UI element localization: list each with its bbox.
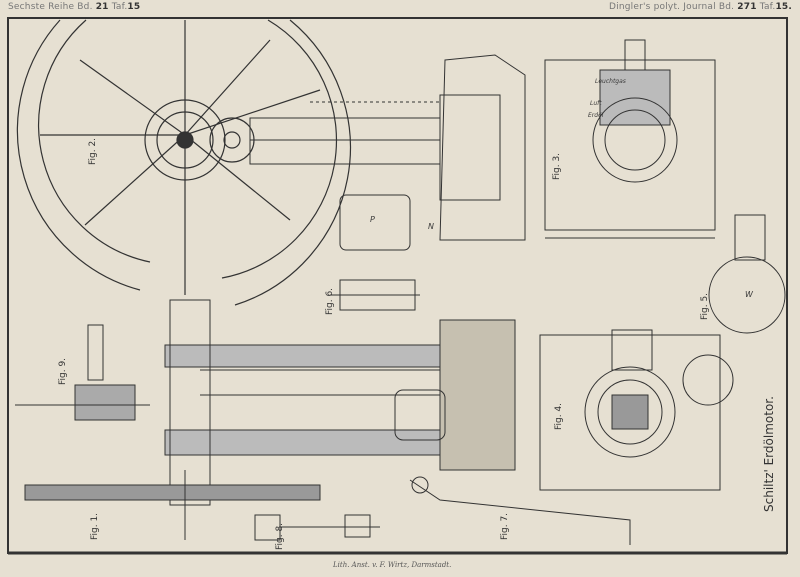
label-w: W [745, 290, 753, 299]
label-luft: Luft [590, 100, 602, 107]
series-label: Sechste Reihe Bd. [8, 2, 93, 12]
fig9-drawing [15, 324, 150, 421]
header-right: Dingler's polyt. Journal Bd. 271 Taf.15. [609, 2, 792, 12]
fig-2-label: Fig. 2. [88, 137, 98, 165]
fig-3-label: Fig. 3. [552, 152, 562, 180]
label-leuchtgas: Leuchtgas [595, 78, 626, 85]
plate-number: 15 [127, 2, 141, 12]
label-n: N [428, 222, 434, 231]
fig-7-label: Fig. 7. [500, 512, 510, 540]
flywheel [16, 19, 352, 306]
lithographer-imprint: Lith. Anst. v. F. Wirtz, Darmstadt. [333, 561, 452, 569]
volume: 271 [737, 2, 757, 12]
fig-5-label: Fig. 5. [700, 292, 710, 320]
fig-6-label: Fig. 6. [325, 287, 335, 315]
fig6-drawing [330, 279, 420, 311]
fig-8-label: Fig. 8. [275, 522, 285, 550]
plate-number: 15. [775, 2, 792, 12]
engine-top-view [249, 54, 526, 251]
fig8-drawing [254, 514, 380, 541]
label-p: P [370, 215, 375, 224]
header-left: Sechste Reihe Bd. 21 Taf.15 [8, 2, 140, 12]
fig-1-label: Fig. 1. [90, 512, 100, 540]
fig4-drawing [539, 329, 734, 491]
journal-label: Dingler's polyt. Journal Bd. [608, 2, 735, 12]
tank-p [682, 354, 734, 406]
fig-4-label: Fig. 4. [554, 402, 564, 430]
plate-label: Taf. [111, 2, 128, 12]
oil-tank-p [339, 194, 411, 251]
fig1-engine [24, 299, 516, 540]
fig5-drawing [708, 214, 786, 334]
label-erdoel: Erdöl [588, 112, 604, 119]
plate-label: Taf. [759, 2, 776, 12]
fig7-drawing [409, 476, 631, 545]
fig3-drawing [544, 39, 716, 239]
plate-title: Schiltz' Erdölmotor. [762, 396, 776, 512]
fig-9-label: Fig. 9. [58, 357, 68, 385]
volume: 21 [95, 2, 109, 12]
